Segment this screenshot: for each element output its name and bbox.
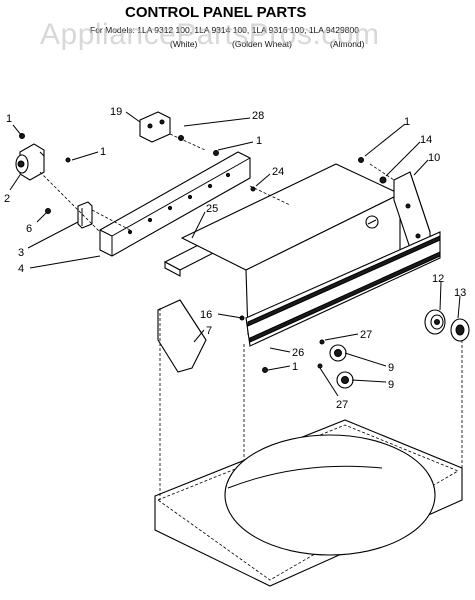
- screw-icon: [262, 367, 268, 373]
- callout-9: 9: [388, 362, 394, 374]
- watermark: AppliancePartsPros.com: [40, 18, 379, 51]
- callout-7: 7: [206, 325, 212, 337]
- callout-12: 12: [432, 273, 444, 285]
- callout-19: 19: [110, 106, 122, 118]
- push-button-part: [329, 344, 354, 389]
- callout-1: 1: [404, 116, 410, 128]
- callout-28: 28: [252, 110, 264, 122]
- diagram-title: CONTROL PANEL PARTS: [125, 4, 306, 21]
- screw-icon: [319, 339, 325, 345]
- callout-9: 9: [388, 379, 394, 391]
- screw-icon: [65, 157, 71, 163]
- clip-part: [77, 201, 93, 229]
- callout-13: 13: [454, 287, 466, 299]
- color-label-almond: (Almond): [330, 39, 365, 49]
- left-bracket-part: [99, 151, 251, 257]
- alignment-lines: [39, 133, 463, 500]
- callout-27: 27: [360, 329, 372, 341]
- console-front-part: [245, 231, 441, 347]
- callout-16: 16: [200, 309, 212, 321]
- callout-1: 1: [292, 361, 298, 373]
- screw-icon: [178, 135, 184, 141]
- knob-part: [450, 318, 470, 342]
- left-switch-part: [15, 143, 45, 181]
- screw-icon: [250, 186, 256, 192]
- top-bracket-part: [139, 111, 171, 143]
- callout-14: 14: [420, 134, 432, 146]
- model-numbers: For Models: 1LA 9312 100, 1LA 9314 100, …: [90, 25, 359, 35]
- callouts: 1 2 1 6 3 4 19 28 1 24 25 1 14 10 12 13 …: [4, 106, 466, 411]
- color-label-white: (White): [170, 39, 198, 49]
- cabinet-base-part: [154, 419, 463, 587]
- screw-icon: [358, 157, 364, 163]
- callout-6: 6: [26, 223, 32, 235]
- knob-part: [424, 309, 446, 335]
- callout-1: 1: [6, 113, 12, 125]
- callout-10: 10: [428, 152, 440, 164]
- callout-1: 1: [100, 146, 106, 158]
- callout-2: 2: [4, 193, 10, 205]
- screw-icon: [317, 363, 323, 369]
- color-label-golden-wheat: (Golden Wheat): [232, 39, 292, 49]
- callout-26: 26: [292, 347, 304, 359]
- callout-24: 24: [272, 166, 284, 178]
- screw-icon: [213, 150, 219, 156]
- callout-27: 27: [336, 399, 348, 411]
- leader-lines: [9, 111, 461, 397]
- screw-icon: [379, 176, 387, 184]
- callout-25: 25: [206, 203, 218, 215]
- callout-4: 4: [18, 263, 24, 275]
- callout-3: 3: [18, 247, 24, 259]
- callout-1: 1: [256, 135, 262, 147]
